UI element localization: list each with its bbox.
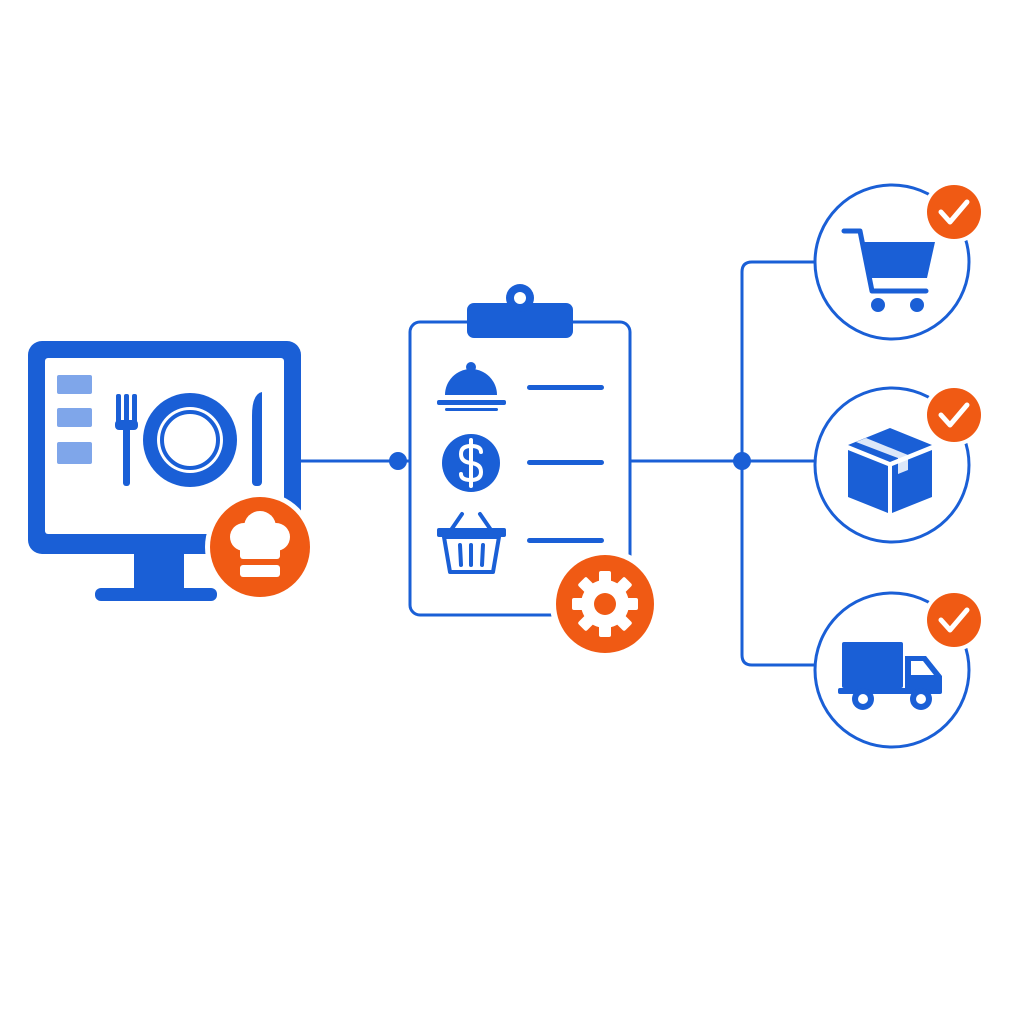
delivery-truck-icon [838,642,942,710]
check-badge [923,589,985,651]
junction-dot-right [733,452,751,470]
chef-hat-badge [205,492,315,602]
plate-icon [143,393,237,487]
dollar-icon [442,434,500,492]
knife-icon [252,392,262,486]
check-icon [938,607,970,633]
gear-badge [550,549,660,659]
fork-icon [115,394,138,486]
order-row-line [527,385,604,390]
clipboard-node [408,284,660,659]
menu-list-icon [57,375,92,464]
order-row-line [527,538,604,543]
basket-icon [437,512,506,574]
output-node-cart [813,181,985,341]
check-icon [938,402,970,428]
gear-icon [572,571,638,637]
junction-dot-left [389,452,407,470]
cloche-icon [437,362,506,411]
order-row-line [527,460,604,465]
branch-trunk [740,260,815,667]
order-row-basket [437,512,604,574]
check-icon [938,199,970,225]
check-badge [923,181,985,243]
output-node-package [813,384,985,544]
shopping-cart-icon [841,228,935,312]
order-row-payment [442,434,604,492]
order-row-dish [437,362,604,411]
check-badge [923,384,985,446]
monitor-node [28,341,315,602]
output-node-truck [813,589,985,749]
package-icon [848,428,932,513]
chef-hat-icon [230,511,290,577]
